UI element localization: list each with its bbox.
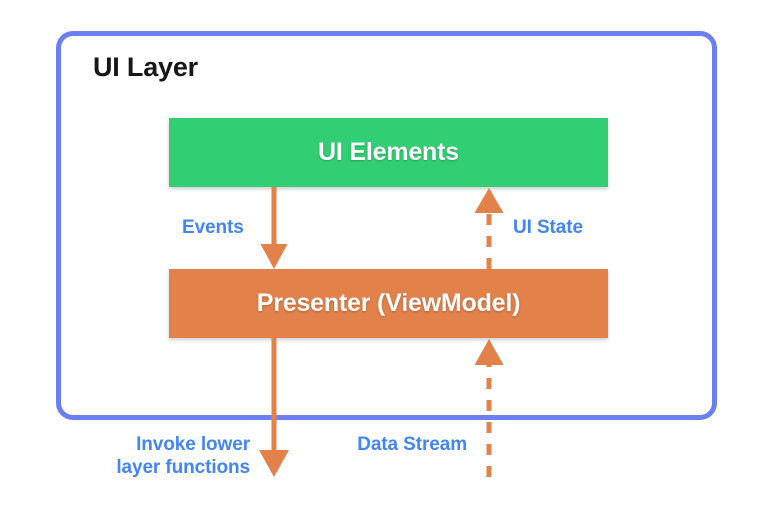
ui-layer-title: UI Layer <box>93 52 198 82</box>
edge-label-invoke-lower-layer-functions: Invoke lower layer functions <box>116 434 250 478</box>
edge-label-data-stream: Data Stream <box>357 434 467 455</box>
presenter-viewmodel-box: Presenter (ViewModel) <box>169 269 608 338</box>
ui-layer-container <box>56 31 717 420</box>
ui-elements-box: UI Elements <box>169 118 608 187</box>
edge-label-ui-state: UI State <box>513 217 583 238</box>
edge-label-events: Events <box>182 217 244 238</box>
presenter-viewmodel-label: Presenter (ViewModel) <box>256 289 521 317</box>
ui-elements-label: UI Elements <box>318 138 459 166</box>
